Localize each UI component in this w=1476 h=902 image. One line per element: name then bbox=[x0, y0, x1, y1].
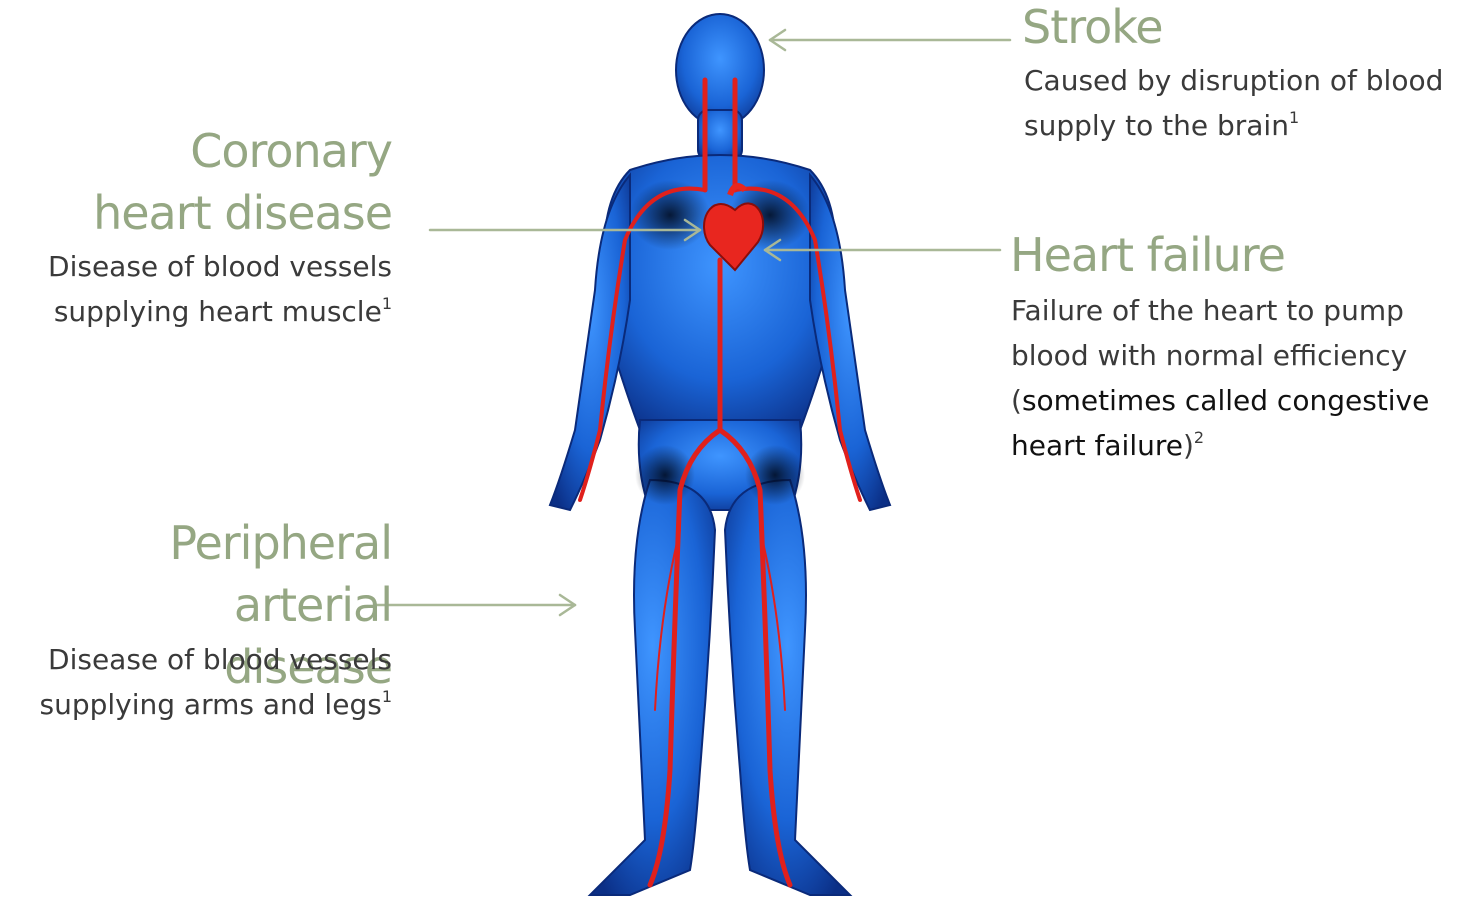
peripheral-title-line1: Peripheral arterial bbox=[169, 516, 392, 632]
coronary-title-line1: Coronary bbox=[190, 124, 392, 178]
peripheral-arrow bbox=[375, 595, 575, 615]
heart-failure-desc-line1: Failure of the heart to pump bbox=[1011, 294, 1404, 327]
heart-failure-desc-line3: sometimes called congestive bbox=[1022, 384, 1429, 417]
coronary-desc-line1: Disease of blood vessels bbox=[48, 250, 392, 283]
heart-failure-title: Heart failure bbox=[1010, 228, 1285, 282]
coronary-title: Coronary heart disease bbox=[30, 120, 392, 244]
stroke-title: Stroke bbox=[1022, 0, 1163, 54]
coronary-arrow bbox=[430, 220, 700, 240]
peripheral-desc-line1: Disease of blood vessels bbox=[48, 643, 392, 676]
coronary-desc-line2: supplying heart muscle bbox=[54, 295, 382, 328]
heart-failure-reference: 2 bbox=[1194, 428, 1204, 447]
peripheral-reference: 1 bbox=[382, 687, 392, 706]
coronary-title-line2: heart disease bbox=[93, 186, 392, 240]
stroke-description: Caused by disruption of blood supply to … bbox=[1024, 58, 1474, 148]
peripheral-description: Disease of blood vessels supplying arms … bbox=[0, 637, 392, 727]
peripheral-desc-line2: supplying arms and legs bbox=[39, 688, 381, 721]
heart-failure-open-paren: ( bbox=[1011, 384, 1022, 417]
stroke-desc-line2: supply to the brain bbox=[1024, 109, 1289, 142]
heart-failure-desc-line2: blood with normal efficiency bbox=[1011, 339, 1407, 372]
stroke-arrow bbox=[770, 30, 1010, 50]
heart-failure-description: Failure of the heart to pump blood with … bbox=[1011, 288, 1471, 468]
heart-failure-close-paren: ) bbox=[1183, 429, 1194, 462]
coronary-reference: 1 bbox=[382, 294, 392, 313]
heart-failure-arrow bbox=[765, 240, 1000, 260]
heart-failure-desc-line4: heart failure bbox=[1011, 429, 1183, 462]
stroke-desc-line1: Caused by disruption of blood bbox=[1024, 64, 1443, 97]
coronary-description: Disease of blood vessels supplying heart… bbox=[0, 244, 392, 334]
stroke-reference: 1 bbox=[1289, 108, 1299, 127]
